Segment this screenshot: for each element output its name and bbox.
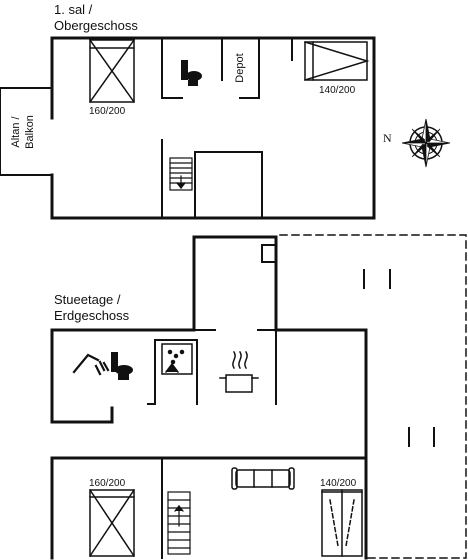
ground-bed-left-size: 160/200 <box>89 478 126 489</box>
bed-upper-left <box>88 38 136 104</box>
cooking-pot-icon <box>219 350 259 393</box>
compass-rose-icon <box>401 118 451 168</box>
upper-floor-walls <box>50 36 376 220</box>
upper-floor-interior-walls <box>161 39 293 217</box>
terrace-marks <box>363 269 435 447</box>
ground-floor-title-line2: Erdgeschoss <box>54 308 130 323</box>
balcony-label-line1: Altan / <box>10 116 22 148</box>
shower-icon <box>72 353 110 376</box>
upper-bed-right-size: 140/200 <box>319 85 356 96</box>
ground-floor-walls <box>50 235 368 560</box>
ground-floor-title-line1: Stueetage / <box>54 292 121 307</box>
stairs-icon <box>169 157 193 191</box>
ground-bed-right-size: 140/200 <box>320 478 357 489</box>
bed-ground-right <box>321 489 363 557</box>
upper-floor-title-line1: 1. sal / <box>54 2 93 17</box>
balcony <box>0 87 53 176</box>
toilet-icon <box>181 60 202 86</box>
bed-upper-right <box>304 41 370 81</box>
toilet-icon-ground <box>111 352 133 380</box>
sofa-icon <box>231 467 295 490</box>
upper-bed-left-size: 160/200 <box>89 106 126 117</box>
stairs-icon-ground <box>167 491 191 555</box>
washer-icon <box>161 343 193 375</box>
balcony-label-line2: Balkon <box>24 115 36 149</box>
upper-floor-title-line2: Obergeschoss <box>54 18 138 33</box>
compass-north-label: N <box>383 131 392 145</box>
depot-label: Depot <box>234 53 246 83</box>
bed-ground-left <box>88 488 136 558</box>
ground-floor-interior-walls <box>147 244 277 559</box>
terrace-outline <box>279 234 467 559</box>
